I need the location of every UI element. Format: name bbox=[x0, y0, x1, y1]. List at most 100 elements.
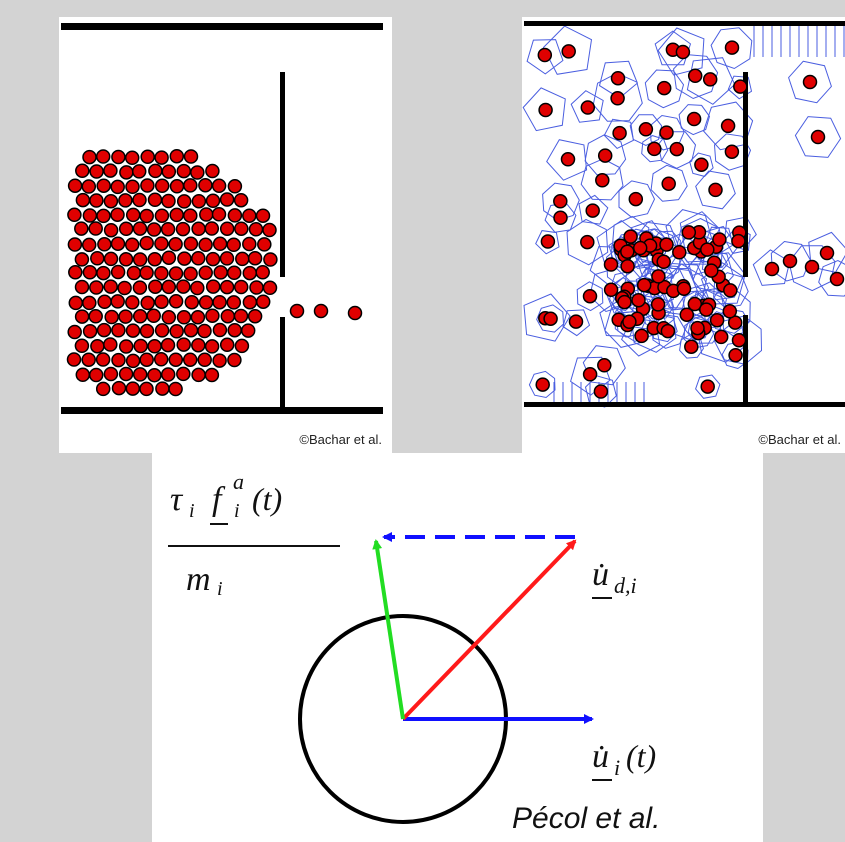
particle-disk-icon bbox=[160, 367, 176, 382]
particle-disk-icon bbox=[233, 308, 249, 324]
particle-disk-icon bbox=[176, 194, 192, 209]
particle-disk-icon bbox=[154, 150, 169, 165]
voronoi-cell bbox=[536, 304, 565, 333]
particle-disk-icon bbox=[183, 266, 198, 282]
particle-disk-icon bbox=[132, 192, 147, 208]
voronoi-cell bbox=[542, 25, 593, 75]
particle-disk-icon bbox=[90, 251, 105, 266]
voronoi-cell bbox=[727, 75, 753, 100]
particle-disk-icon bbox=[168, 294, 184, 309]
particle-disk-icon bbox=[160, 337, 176, 353]
particle-disk-icon bbox=[204, 221, 220, 236]
particle-disk-icon bbox=[205, 279, 221, 294]
voronoi-cell bbox=[675, 217, 724, 265]
particle-disk-icon bbox=[168, 381, 183, 397]
particle-disk-icon bbox=[553, 210, 568, 225]
left-simulation-figure bbox=[61, 23, 383, 414]
particle-disk-icon bbox=[722, 304, 738, 319]
particle-disk-icon bbox=[118, 193, 133, 208]
particle-disk-icon bbox=[111, 352, 126, 368]
left-simulation-panel: ©Bachar et al. bbox=[59, 17, 392, 453]
voronoi-cell bbox=[582, 345, 626, 386]
particle-disk-icon bbox=[684, 339, 699, 354]
particle-disk-icon bbox=[147, 192, 163, 208]
particle-disk-icon bbox=[160, 221, 176, 237]
particle-disk-icon bbox=[147, 367, 162, 383]
particle-disk-icon bbox=[161, 193, 176, 209]
particle-disk-icon bbox=[198, 295, 214, 310]
particle-disk-icon bbox=[538, 102, 553, 118]
particle-disk-icon bbox=[139, 208, 154, 224]
particle-disk-icon bbox=[139, 352, 154, 367]
particle-disk-icon bbox=[139, 323, 155, 339]
particle-disk-icon bbox=[631, 292, 646, 308]
particle-disk-icon bbox=[226, 265, 242, 281]
particle-disk-icon bbox=[191, 193, 207, 209]
force-symbol: f bbox=[212, 481, 226, 518]
particle-disk-icon bbox=[96, 322, 112, 338]
voronoi-cell bbox=[788, 60, 832, 104]
particle-disk-icon bbox=[125, 207, 141, 223]
particle-disk-icon bbox=[133, 338, 148, 354]
particle-disk-icon bbox=[139, 235, 154, 251]
left-particle-group bbox=[66, 148, 363, 397]
exit-wall-lower bbox=[280, 317, 285, 409]
particle-disk-icon bbox=[183, 322, 199, 338]
particle-disk-icon bbox=[67, 324, 82, 340]
particle-disk-icon bbox=[176, 310, 192, 325]
particle-disk-icon bbox=[708, 182, 723, 198]
voronoi-cell bbox=[546, 139, 588, 181]
particle-disk-icon bbox=[131, 164, 147, 179]
particle-disk-icon bbox=[191, 251, 206, 266]
particle-disk-icon bbox=[585, 203, 600, 218]
particle-disk-icon bbox=[67, 237, 83, 252]
particle-disk-icon bbox=[723, 283, 738, 298]
voronoi-cell bbox=[710, 27, 753, 70]
particle-disk-icon bbox=[248, 222, 264, 237]
force-argument: (t) bbox=[252, 481, 282, 517]
particle-disk-icon bbox=[782, 253, 798, 269]
voronoi-cell bbox=[584, 134, 627, 176]
particle-disk-icon bbox=[647, 141, 662, 157]
particle-disk-icon bbox=[96, 265, 111, 281]
particle-disk-icon bbox=[249, 280, 264, 295]
particle-disk-icon bbox=[568, 314, 584, 329]
particle-disk-icon bbox=[704, 263, 719, 278]
particle-disk-icon bbox=[132, 309, 148, 324]
particle-disk-icon bbox=[205, 163, 220, 179]
particle-disk-icon bbox=[191, 221, 206, 237]
particle-disk-icon bbox=[810, 129, 826, 145]
particle-disk-icon bbox=[212, 353, 227, 368]
particle-disk-icon bbox=[90, 338, 105, 354]
particle-disk-icon bbox=[66, 352, 82, 367]
particle-disk-icon bbox=[582, 367, 598, 382]
particle-disk-icon bbox=[118, 339, 134, 354]
particle-disk-icon bbox=[88, 367, 104, 383]
particle-disk-icon bbox=[623, 229, 638, 244]
particle-disk-icon bbox=[617, 294, 632, 310]
particle-disk-icon bbox=[620, 258, 635, 274]
particle-disk-icon bbox=[543, 311, 558, 326]
voronoi-cell bbox=[700, 262, 745, 305]
particle-disk-icon bbox=[724, 144, 740, 159]
voronoi-cell-lines bbox=[522, 25, 845, 408]
particle-disk-icon bbox=[700, 242, 715, 257]
particle-disk-icon bbox=[659, 237, 674, 252]
particle-disk-icon bbox=[687, 296, 703, 312]
particle-disk-icon bbox=[125, 179, 140, 195]
voronoi-cell bbox=[713, 272, 749, 309]
particle-disk-icon bbox=[660, 323, 676, 339]
velocity-diagram: τ i f a i (t) m i u̇ d,i u̇ i ( bbox=[168, 469, 660, 835]
particle-disk-icon bbox=[118, 252, 134, 267]
particle-disk-icon bbox=[731, 332, 747, 348]
particle-disk-icon bbox=[804, 259, 820, 275]
particle-disk-icon bbox=[255, 208, 271, 223]
particle-disk-icon bbox=[154, 236, 169, 251]
particle-disk-icon bbox=[139, 265, 154, 281]
particle-disk-icon bbox=[679, 307, 695, 322]
particle-disk-icon bbox=[182, 352, 198, 367]
bottom-wall bbox=[61, 407, 383, 414]
particle-disk-icon bbox=[242, 236, 257, 252]
particle-disk-icon bbox=[535, 377, 550, 392]
particle-disk-icon bbox=[636, 277, 652, 293]
